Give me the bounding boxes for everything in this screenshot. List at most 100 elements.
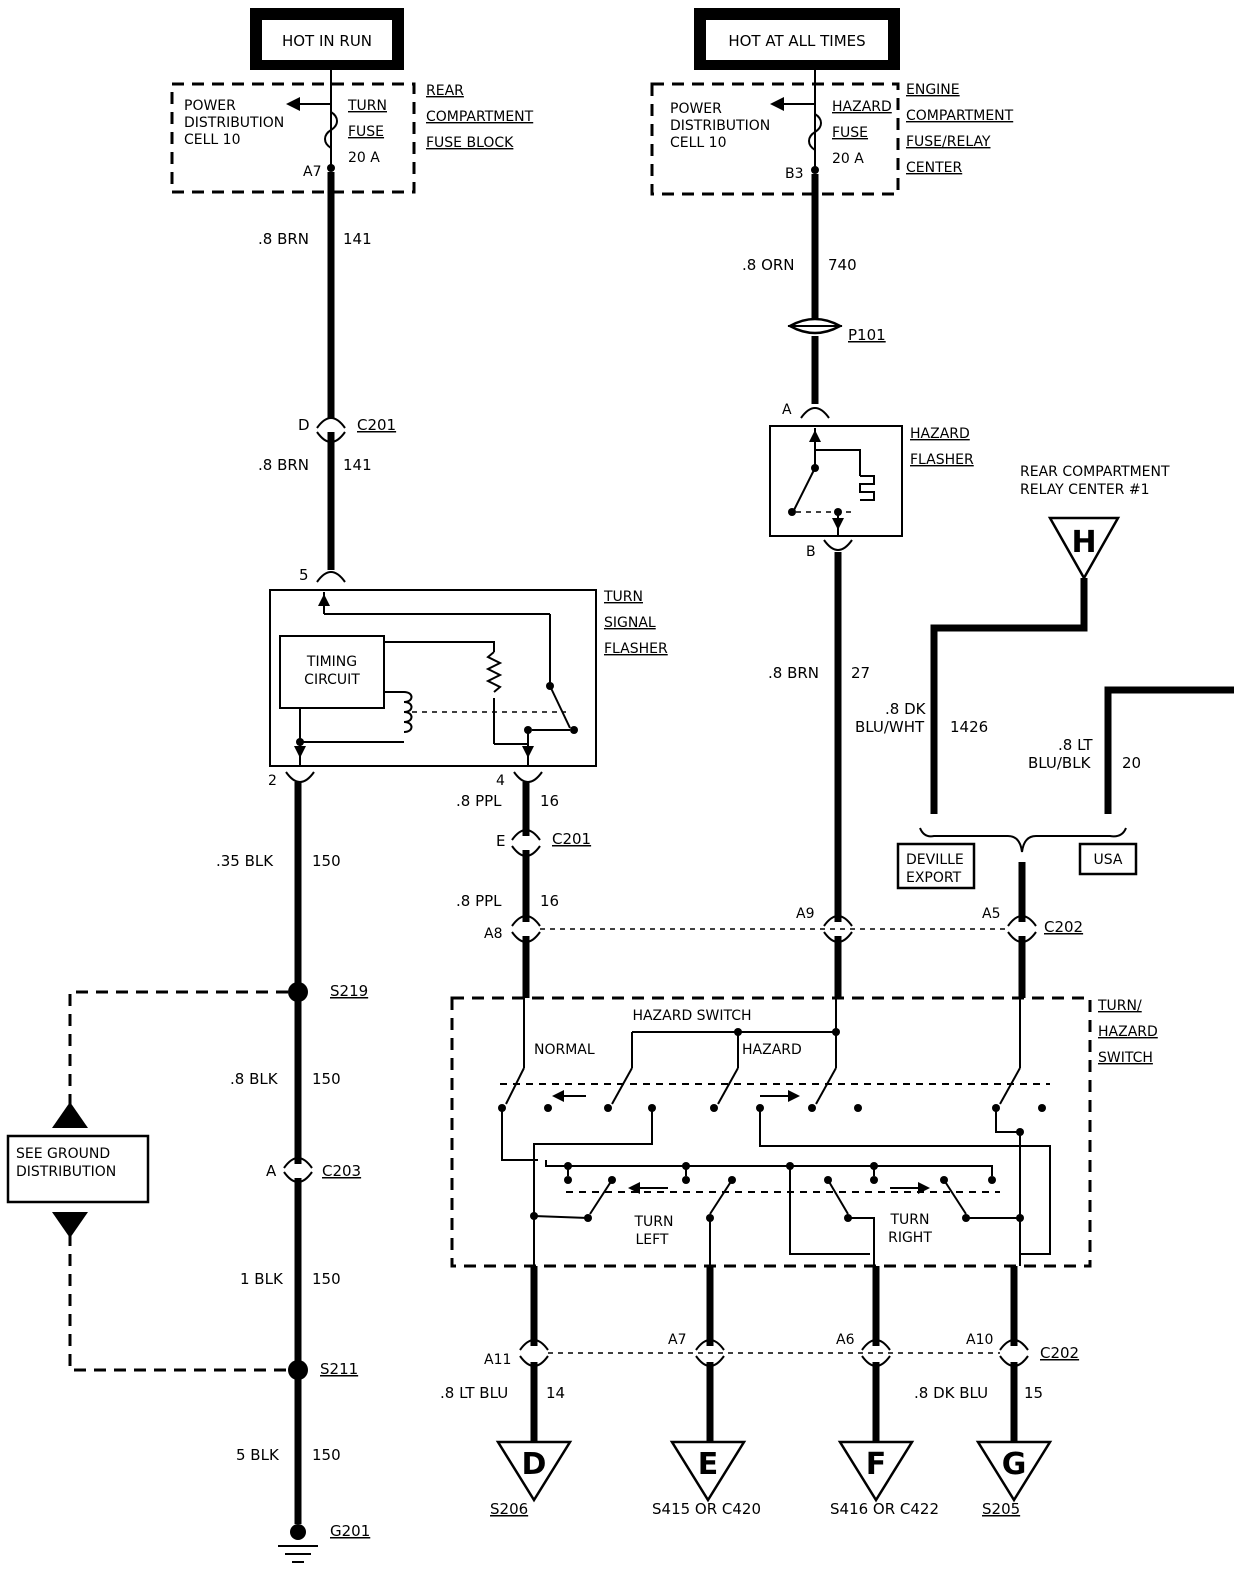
fuse-rating: 20 A <box>832 151 864 167</box>
output-f: F S416 OR C422 <box>830 1440 939 1518</box>
output-letter: G <box>1002 1447 1027 1482</box>
switch-label-3: SWITCH <box>1098 1050 1153 1066</box>
wire-27: .8 BRN 27 <box>768 552 870 998</box>
connector-name: C201 <box>552 830 591 848</box>
splice-s219 <box>288 982 308 1002</box>
connector-name: P101 <box>848 326 886 344</box>
flasher-label-2: SIGNAL <box>604 615 656 631</box>
wire-circuit: 150 <box>312 1070 341 1088</box>
relay-center-line-2: RELAY CENTER #1 <box>1020 482 1150 498</box>
output-wires: .8 LT BLU 14 .8 DK BLU 15 <box>440 1266 1043 1442</box>
splice-name: S219 <box>330 982 368 1000</box>
output-d: D S206 <box>490 1440 573 1518</box>
connector-c201-d: D C201 <box>298 416 396 443</box>
wire-gauge: .35 BLK <box>216 852 274 870</box>
power-dist-line-1: POWER <box>670 101 722 117</box>
splice-name: S211 <box>320 1360 358 1378</box>
wire-gauge: .8 PPL <box>456 792 502 810</box>
connector-name: C203 <box>322 1162 361 1180</box>
wire-circuit: 15 <box>1024 1384 1043 1402</box>
connector-pin-5: 5 <box>299 566 346 584</box>
connector-name: C202 <box>1044 918 1083 936</box>
flasher-label-1: TURN <box>603 589 643 605</box>
connector-c202-bottom: A11 A7 A6 A10 C202 <box>484 1332 1079 1368</box>
output-label: S416 OR C422 <box>830 1500 939 1518</box>
connector-p101: P101 <box>787 317 886 344</box>
pin-a6: A6 <box>836 1332 855 1348</box>
connector-c202-top: A8 A9 A5 C202 <box>484 906 1083 943</box>
block-name-1: ENGINE <box>906 82 960 98</box>
splice-s211 <box>288 1360 308 1380</box>
pin-a8: A8 <box>484 926 502 942</box>
power-dist-line-2: DISTRIBUTION <box>184 115 284 131</box>
wire-gauge-2: BLU/BLK <box>1028 754 1092 772</box>
wire-gauge: .8 BRN <box>258 230 309 248</box>
hazard-flasher-label-2: FLASHER <box>910 452 974 468</box>
connector-name: C202 <box>1040 1344 1079 1362</box>
output-label: S415 OR C420 <box>652 1500 761 1518</box>
export-line-1: DEVILLE <box>906 852 964 868</box>
hot-in-run-label: HOT IN RUN <box>282 32 372 50</box>
ground-ref-line-1: SEE GROUND <box>16 1146 110 1162</box>
pin-a7: A7 <box>668 1332 686 1348</box>
block-name-3: FUSE/RELAY <box>906 134 991 150</box>
wire-circuit: 16 <box>540 892 559 910</box>
connector-c203: A C203 <box>266 1157 361 1183</box>
wire-circuit: 150 <box>312 1446 341 1464</box>
connector-name: C201 <box>357 416 396 434</box>
connector-c201-e: E C201 <box>496 829 591 857</box>
wire-141: .8 BRN 141 .8 BRN 141 <box>258 172 372 570</box>
wire-gauge: .8 DK BLU <box>914 1384 988 1402</box>
wire-16: 4 .8 PPL 16 .8 PPL 16 <box>456 771 559 998</box>
relay-center-line-1: REAR COMPARTMENT <box>1020 464 1170 480</box>
turn-left-line-1: TURN <box>634 1214 674 1230</box>
wire-gauge-2: BLU/WHT <box>855 718 925 736</box>
hot-in-run-box: HOT IN RUN <box>250 8 404 70</box>
wire-circuit: 1426 <box>950 718 988 736</box>
output-label: S206 <box>490 1500 528 1518</box>
hot-at-all-times-box: HOT AT ALL TIMES <box>694 8 900 70</box>
turn-right-line-1: TURN <box>890 1212 930 1228</box>
wire-gauge: .8 BLK <box>230 1070 279 1088</box>
pin-a9: A9 <box>796 906 814 922</box>
timing-circuit-line-1: TIMING <box>306 654 357 670</box>
wire-gauge-1: .8 DK <box>885 700 927 718</box>
hot-at-all-times-label: HOT AT ALL TIMES <box>728 32 865 50</box>
output-label: S205 <box>982 1500 1020 1518</box>
wire-circuit: 141 <box>343 456 372 474</box>
power-dist-line-3: CELL 10 <box>670 135 727 151</box>
hazard-flasher-label-1: HAZARD <box>910 426 970 442</box>
export-line-2: EXPORT <box>906 870 962 886</box>
power-dist-line-3: CELL 10 <box>184 132 241 148</box>
engine-fuse-relay-center: POWER DISTRIBUTION CELL 10 HAZARD FUSE 2… <box>650 70 1014 196</box>
output-letter: F <box>866 1447 887 1482</box>
wire-gauge: .8 PPL <box>456 892 502 910</box>
fuse-pin: A7 <box>303 164 321 180</box>
up-arrow-icon <box>52 1102 88 1128</box>
fuse-label: FUSE <box>348 124 384 140</box>
pin-label: 5 <box>299 566 309 584</box>
relay-center-ref: REAR COMPARTMENT RELAY CENTER #1 H .8 DK… <box>855 464 1234 998</box>
wire-circuit: 16 <box>540 792 559 810</box>
connector-pin: E <box>496 832 505 850</box>
turn-left-line-2: LEFT <box>635 1232 668 1248</box>
block-name-2: COMPARTMENT <box>426 109 534 125</box>
wire-gauge: 1 BLK <box>240 1270 284 1288</box>
ground-distribution-ref: SEE GROUND DISTRIBUTION <box>6 990 288 1372</box>
fuse-rating: 20 A <box>348 150 380 166</box>
flasher-label-3: FLASHER <box>604 641 668 657</box>
wire-gauge: .8 BRN <box>768 664 819 682</box>
pin-a11: A11 <box>484 1352 511 1368</box>
ground-ref-line-2: DISTRIBUTION <box>16 1164 116 1180</box>
pin-a5: A5 <box>982 906 1000 922</box>
switch-label-2: HAZARD <box>1098 1024 1158 1040</box>
fuse-name: TURN <box>347 98 387 114</box>
hazard-label: HAZARD <box>742 1042 802 1058</box>
wire-150: 2 S219 S211 .35 BLK 150 .8 BLK 150 1 BLK… <box>216 771 368 1524</box>
connector-pin: D <box>298 416 310 434</box>
pin-a10: A10 <box>966 1332 993 1348</box>
block-name-2: COMPARTMENT <box>906 108 1014 124</box>
wire-circuit: 27 <box>851 664 870 682</box>
timing-circuit-line-2: CIRCUIT <box>304 672 360 688</box>
wire-gauge: .8 ORN <box>742 256 795 274</box>
